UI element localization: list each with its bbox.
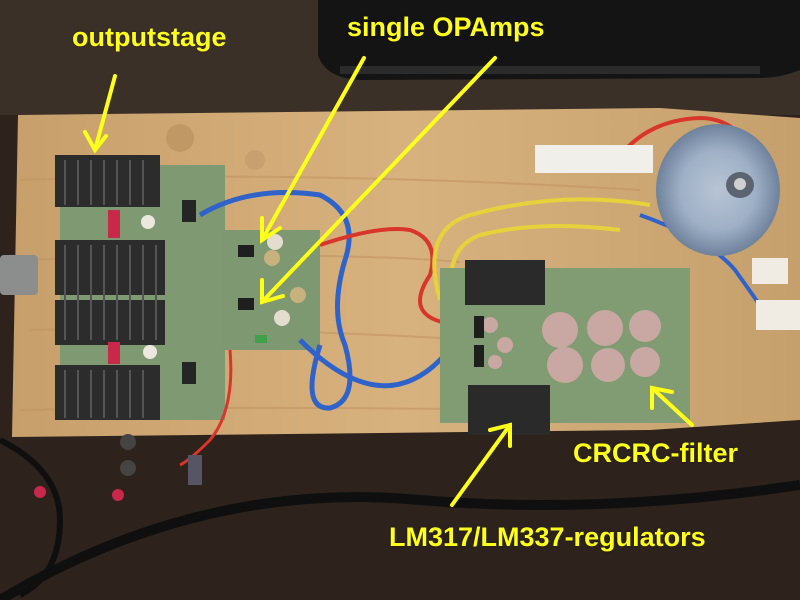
outputstage-label: outputstage	[72, 22, 227, 52]
red-wire	[319, 227, 461, 327]
terminal-block	[182, 200, 196, 222]
wood-knot	[166, 124, 194, 152]
heatsink	[55, 365, 160, 420]
opamp-chip	[238, 298, 254, 310]
capacitor	[264, 250, 280, 266]
heatsink-fins	[64, 160, 157, 418]
rca-connectors	[34, 434, 202, 501]
terminal-block	[182, 362, 196, 384]
regulator	[474, 345, 484, 367]
arrow-opamp-2	[260, 56, 497, 304]
capacitor	[591, 348, 625, 382]
regulator	[474, 316, 484, 338]
arrowhead	[488, 422, 512, 448]
wood-knot	[245, 150, 265, 170]
yellow-wire	[432, 197, 651, 301]
transistor	[108, 210, 120, 238]
crcrc-filter-label: CRCRC-filter	[573, 438, 738, 468]
capacitor	[629, 310, 661, 342]
arrow-regulators	[450, 423, 512, 507]
arrow-crcrc	[650, 386, 694, 427]
capacitor	[587, 310, 623, 346]
arrowhead	[650, 385, 674, 410]
capacitor	[143, 345, 157, 359]
arrowhead	[260, 278, 285, 305]
capacitor	[482, 317, 498, 333]
arrow-opamp-1	[260, 56, 366, 242]
capacitor	[267, 234, 283, 250]
heatsink-group	[55, 155, 165, 420]
arrowhead	[260, 216, 282, 244]
heatsink	[55, 155, 160, 207]
arrow-outputstage	[93, 74, 117, 152]
heatsink	[465, 260, 545, 305]
terminal-connector	[752, 258, 788, 284]
regulators-label: LM317/LM337-regulators	[389, 522, 706, 552]
opamp-chip	[238, 245, 254, 257]
capacitor	[542, 312, 578, 348]
heatsink	[55, 240, 165, 295]
black-cable	[0, 437, 64, 598]
capacitor	[497, 337, 513, 353]
psu-capacitors	[482, 310, 661, 383]
red-wire	[179, 349, 233, 467]
keyboard-device	[318, 0, 800, 80]
capacitor	[630, 347, 660, 377]
capacitor	[141, 215, 155, 229]
terminal-strip	[535, 145, 653, 173]
annotation-arrows	[83, 56, 694, 507]
connector-green	[255, 335, 267, 343]
power-connector	[0, 255, 38, 295]
capacitor	[488, 355, 502, 369]
device-strip	[340, 66, 760, 74]
capacitor	[290, 287, 306, 303]
transistor	[108, 342, 120, 364]
capacitor	[274, 310, 290, 326]
capacitor	[547, 347, 583, 383]
toroidal-transformer	[656, 124, 780, 256]
arrowhead	[83, 130, 108, 154]
black-cable	[0, 480, 800, 600]
transformer-bolt	[734, 178, 746, 190]
single-opamps-label: single OPAmps	[347, 12, 545, 42]
heatsink	[55, 300, 165, 345]
terminal-connector	[756, 300, 800, 330]
